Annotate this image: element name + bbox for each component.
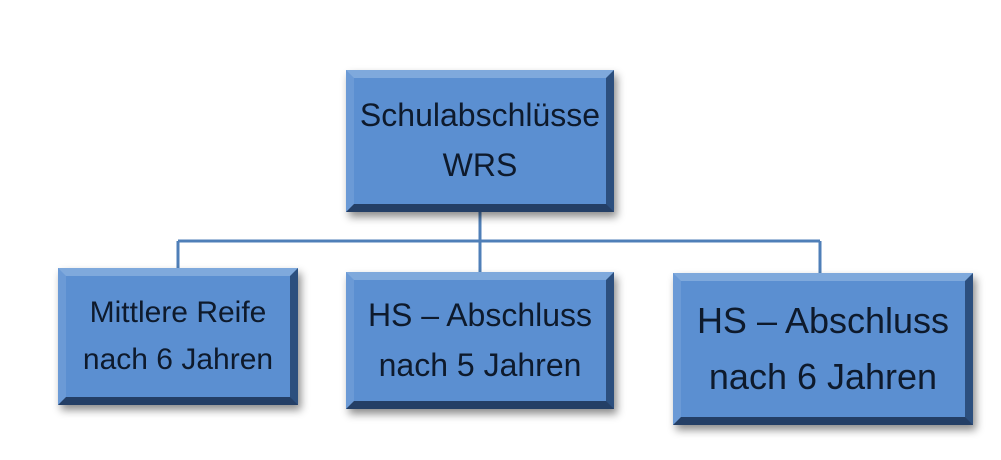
root-node-line1: Schulabschlüsse bbox=[359, 97, 601, 134]
child-node-mittlere-reife: Mittlere Reife nach 6 Jahren bbox=[58, 268, 298, 405]
root-node-schulabschluesse: Schulabschlüsse WRS bbox=[346, 70, 614, 212]
child-node-line2: nach 5 Jahren bbox=[378, 346, 582, 383]
child-node-hs-abschluss-6: HS – Abschluss nach 6 Jahren bbox=[673, 273, 973, 425]
child-node-hs-abschluss-5: HS – Abschluss nach 5 Jahren bbox=[346, 272, 614, 409]
child-node-line2: nach 6 Jahren bbox=[82, 342, 274, 376]
child-node-line2: nach 6 Jahren bbox=[708, 356, 938, 397]
child-node-line1: HS – Abschluss bbox=[696, 300, 950, 342]
child-node-line1: Mittlere Reife bbox=[89, 296, 267, 329]
child-node-line1: HS – Abschluss bbox=[367, 296, 593, 333]
root-node-line2: WRS bbox=[442, 147, 518, 183]
